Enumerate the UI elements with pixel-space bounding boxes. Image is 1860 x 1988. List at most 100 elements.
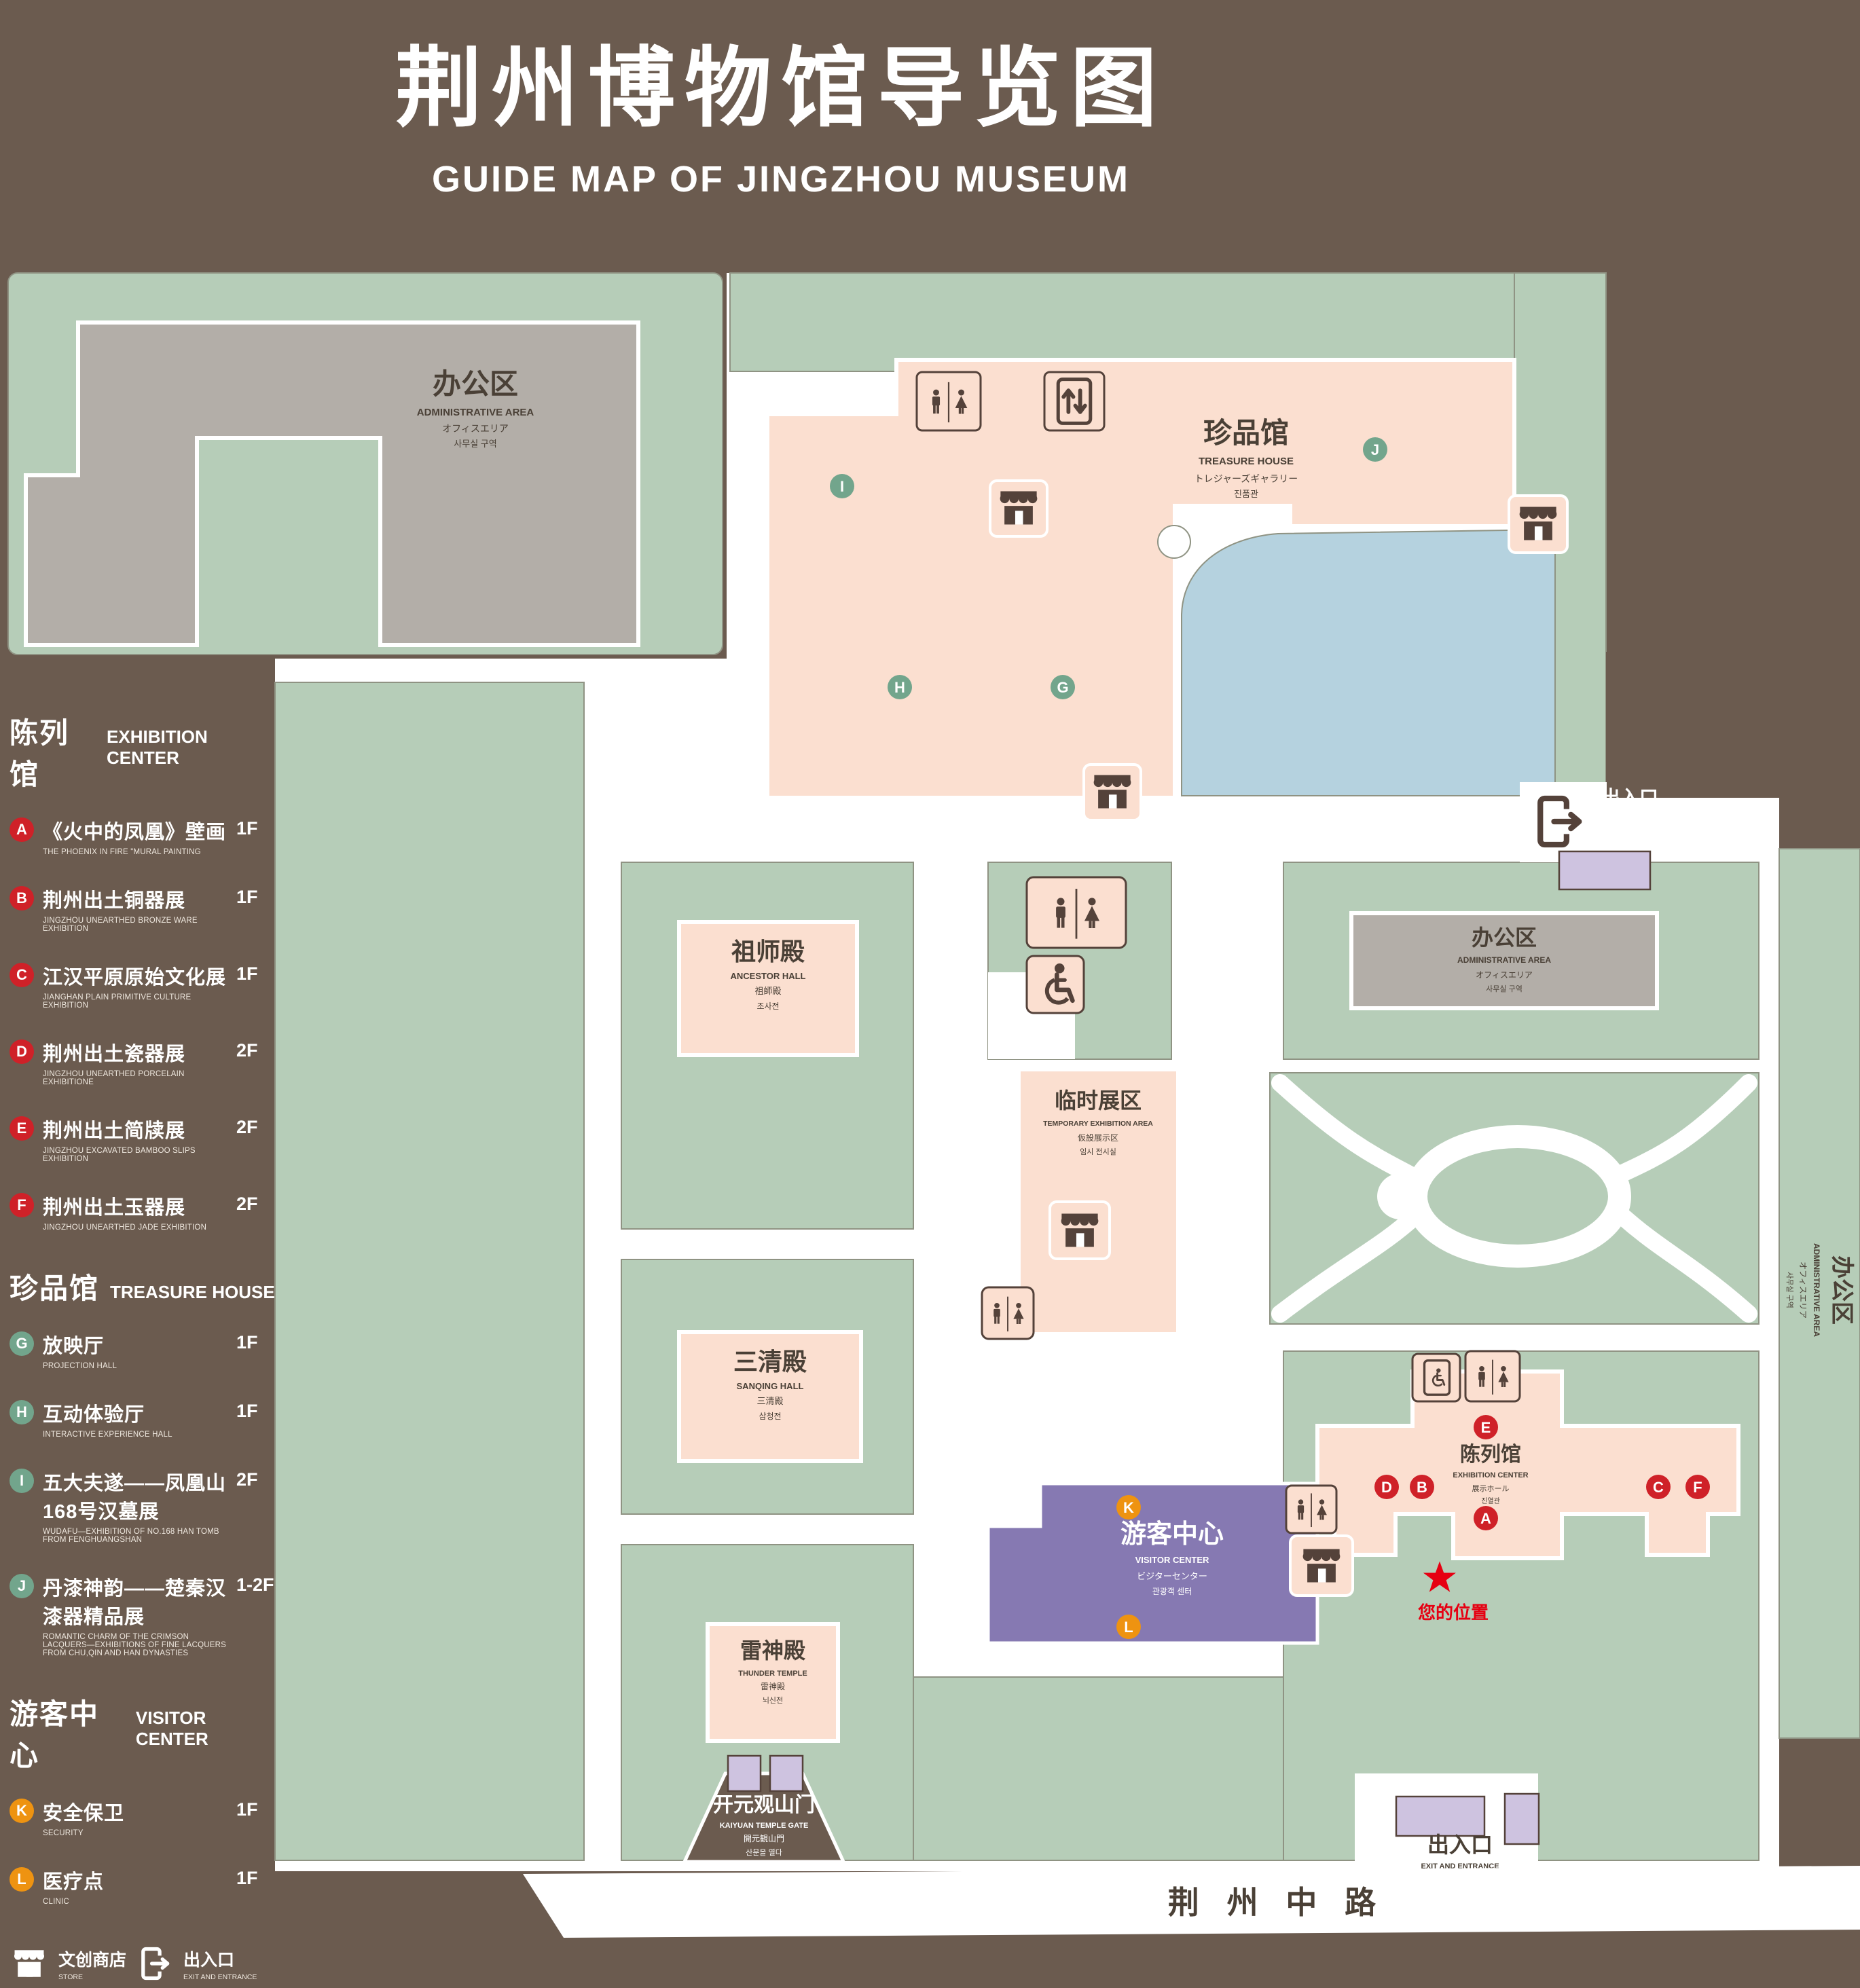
legend-icon-grid: 文创商店 STORE 出入口 EXIT AND ENTRANCE 卫生间 RES…: [10, 1944, 278, 1988]
marker-letter: J: [1371, 441, 1379, 458]
admin-topleft-label: 办公区 ADMINISTRATIVE AREA オフィスエリア 사무실 구역: [417, 368, 534, 449]
visitor-center-building: [986, 1481, 1319, 1645]
admin-topleft-ko: 사무실 구역: [454, 439, 496, 449]
marker-G: G: [1051, 675, 1075, 699]
item-zh: 安全保卫: [43, 1803, 125, 1824]
ancestor-hall-zh: 祖师殿: [731, 938, 805, 965]
item-floor: 1F: [236, 963, 258, 984]
admin-topleft-zh: 办公区: [433, 368, 518, 400]
admin-right-ja: オフィスエリア: [1476, 970, 1533, 980]
admin-building-topleft: [24, 320, 640, 647]
item-floor: 2F: [236, 1040, 258, 1061]
section-title-zh: 陈列馆: [10, 717, 70, 790]
right-exit-zh: 出入口: [1601, 787, 1658, 808]
ancestor-hall-en: ANCESTOR HALL: [731, 971, 806, 981]
marker-H: H: [888, 675, 912, 699]
admin-far-right-ja: オフィスエリア: [1798, 1262, 1808, 1319]
section-title-en: TREASURE HOUSE: [110, 1282, 275, 1302]
section-title-zh: 游客中心: [10, 1698, 100, 1771]
marker-C: C: [1646, 1475, 1671, 1499]
gate-structure: [769, 1754, 804, 1792]
marker-badge: F: [10, 1193, 34, 1217]
item-zh: 荆州出土铜器展: [43, 890, 186, 912]
visitor-center-ja: ビジターセンター: [1137, 1571, 1207, 1581]
item-zh: 医疗点: [43, 1871, 105, 1893]
exhibition-center-zh: 陈列馆: [1460, 1443, 1521, 1466]
marker-badge: J: [10, 1574, 34, 1598]
icon-label-en: STORE: [58, 1972, 83, 1981]
item-zh: 《火中的凤凰》壁画: [43, 822, 227, 843]
marker-letter: A: [1480, 1510, 1491, 1527]
icon-label-en: EXIT AND ENTRANCE: [183, 1972, 257, 1981]
marker-J: J: [1363, 437, 1387, 462]
visitor-center-label: 游客中心 VISITOR CENTER ビジターセンター 관광객 센터: [1120, 1520, 1224, 1596]
item-floor: 1F: [236, 887, 258, 907]
item-en: JINGZHOU EXCAVATED BAMBOO SLIPS EXHIBITI…: [43, 1147, 196, 1163]
marker-badge: G: [10, 1331, 34, 1356]
marker-L: L: [1116, 1615, 1141, 1639]
lawn-garden: [1269, 1072, 1759, 1325]
admin-far-right-zh: 办公区: [1829, 1255, 1855, 1325]
ancestor-hall-ko: 조사전: [756, 1001, 779, 1011]
bg-patch: [1606, 652, 1860, 798]
admin-right-ko: 사무실 구역: [1486, 984, 1522, 993]
lawn-left-column: [274, 682, 585, 1861]
item-en: WUDAFU—EXHIBITION OF NO.168 HAN TOMB FRO…: [43, 1528, 219, 1544]
item-zh: 荆州出土简牍展: [43, 1120, 186, 1142]
exhibition-center-ko: 진열관: [1481, 1497, 1500, 1505]
sanqing-hall-zh: 三清殿: [733, 1348, 807, 1376]
exhibition-center-ja: 展示ホール: [1472, 1484, 1510, 1493]
legend-item-L: L 医疗点 CLINIC 1F: [10, 1866, 278, 1906]
icon-label-zh: 文创商店: [58, 1950, 127, 1970]
legend-item-G: G 放映厅 PROJECTION HALL 1F: [10, 1330, 278, 1370]
sanqing-hall-ja: 三清殿: [756, 1396, 783, 1406]
thunder-temple-ja: 雷神殿: [761, 1682, 785, 1691]
legend-panel: 陈列馆 EXHIBITION CENTER A 《火中的凤凰》壁画 THE PH…: [10, 710, 278, 1988]
marker-badge: E: [10, 1116, 34, 1141]
item-floor: 2F: [236, 1469, 258, 1490]
marker-letter: I: [840, 478, 844, 495]
section-title-zh: 珍品馆: [10, 1272, 100, 1304]
admin-far-right-label: 办公区 ADMINISTRATIVE AREA オフィスエリア 사무실 구역: [1785, 1243, 1855, 1337]
treasure-house-en: TREASURE HOUSE: [1199, 456, 1294, 467]
marker-letter: F: [1693, 1479, 1702, 1496]
admin-right-en: ADMINISTRATIVE AREA: [1457, 955, 1551, 965]
right-exit-label: 出入口 EXIT AND ENTRANCE 出入口 출입구: [1592, 787, 1667, 848]
sanqing-hall-ko: 삼청전: [759, 1412, 781, 1421]
lawn-top-strip: [729, 272, 1607, 372]
item-en: JIANGHAN PLAIN PRIMITIVE CULTURE EXHIBIT…: [43, 993, 192, 1010]
marker-badge: B: [10, 886, 34, 910]
store-icon: [1093, 775, 1131, 809]
legend-section-treasure-house: 珍品馆 TREASURE HOUSE: [10, 1266, 278, 1307]
item-floor: 1-2F: [236, 1575, 274, 1595]
admin-building-right: [1349, 911, 1659, 1010]
pond: [1181, 528, 1556, 796]
admin-right-zh: 办公区: [1472, 925, 1537, 950]
item-zh: 放映厅: [43, 1336, 105, 1357]
exhibition-center-building: [1315, 1369, 1740, 1560]
lawn-bottom-middle: [913, 1676, 1284, 1861]
item-en: SECURITY: [43, 1829, 84, 1837]
admin-far-right-en: ADMINISTRATIVE AREA: [1812, 1243, 1821, 1337]
marker-E: E: [1474, 1415, 1498, 1439]
title-en: GUIDE MAP OF JINGZHOU MUSEUM: [431, 159, 1131, 200]
sanqing-hall-label: 三清殿 SANQING HALL 三清殿 삼청전: [733, 1348, 807, 1421]
item-zh: 荆州出土瓷器展: [43, 1044, 186, 1065]
ancestor-hall-ja: 祖師殿: [754, 986, 781, 996]
admin-topleft-en: ADMINISTRATIVE AREA: [417, 407, 534, 418]
item-zh: 五大夫遂——凤凰山168号汉墓展: [43, 1473, 227, 1523]
item-en: ROMANTIC CHARM OF THE CRIMSON LACQUERS—E…: [43, 1633, 227, 1657]
gate-structure: [1395, 1795, 1486, 1837]
kaiyuan-gate-ja: 開元観山門: [744, 1834, 784, 1843]
marker-letter: H: [894, 679, 905, 696]
item-floor: 2F: [236, 1194, 258, 1214]
item-en: JINGZHOU UNEARTHED JADE EXHIBITION: [43, 1223, 207, 1232]
item-floor: 1F: [236, 1401, 258, 1421]
marker-letter: B: [1417, 1479, 1427, 1496]
thunder-temple-en: THUNDER TEMPLE: [738, 1670, 807, 1678]
treasure-house-label: 珍品馆 TREASURE HOUSE トレジャーズギャラリー 진품관: [1195, 417, 1298, 499]
store-icon: [1519, 507, 1557, 540]
treasure-house-ko: 진품관: [1234, 489, 1258, 499]
marker-I: I: [830, 474, 854, 498]
visitor-center-en: VISITOR CENTER: [1135, 1555, 1209, 1565]
